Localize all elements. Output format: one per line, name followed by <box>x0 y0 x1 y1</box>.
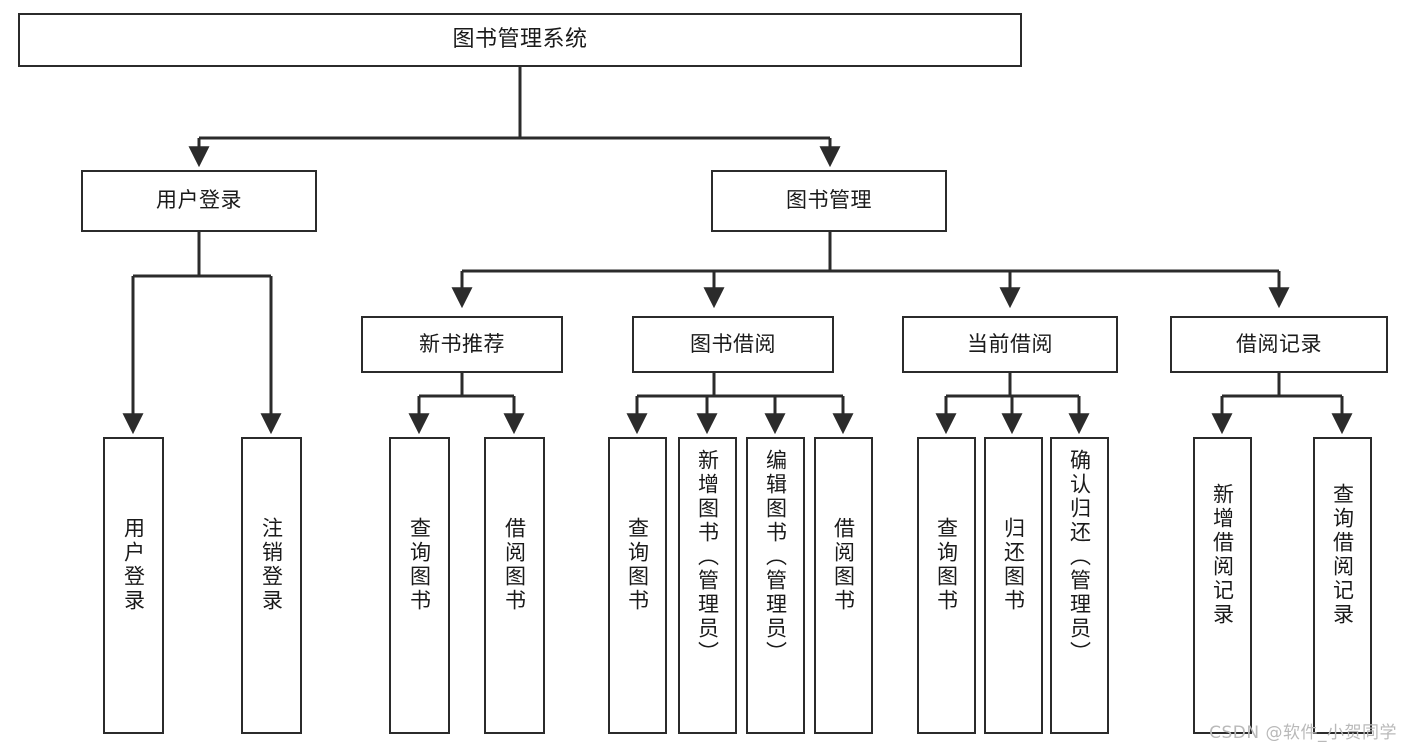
node-label: 当前借阅 <box>967 331 1053 356</box>
leaf-confirm-return-admin[interactable]: 确认归还（管理员） <box>1050 437 1109 734</box>
csdn-watermark: CSDN @软件_小贺同学 <box>1209 723 1397 743</box>
node-book-management[interactable]: 图书管理 <box>711 170 947 232</box>
leaf-query-borrowing-record[interactable]: 查询借阅记录 <box>1313 437 1372 734</box>
node-label: 新书推荐 <box>419 331 505 356</box>
leaf-add-book-admin[interactable]: 新增图书（管理员） <box>678 437 737 734</box>
node-label: 借阅图书 <box>502 517 527 613</box>
leaf-query-book-current[interactable]: 查询图书 <box>917 437 976 734</box>
node-label: 借阅图书 <box>831 517 856 613</box>
leaf-logout[interactable]: 注销登录 <box>241 437 302 734</box>
node-label: 图书借阅 <box>690 331 776 356</box>
node-label: 编辑图书（管理员） <box>763 449 788 665</box>
node-label: 归还图书 <box>1001 517 1026 613</box>
node-book-borrowing[interactable]: 图书借阅 <box>632 316 834 373</box>
node-label: 查询图书 <box>407 517 432 613</box>
node-label: 用户登录 <box>156 188 242 213</box>
leaf-add-borrowing-record[interactable]: 新增借阅记录 <box>1193 437 1252 734</box>
leaf-query-book-recommendation[interactable]: 查询图书 <box>389 437 450 734</box>
node-label: 借阅记录 <box>1236 331 1322 356</box>
node-borrowing-records[interactable]: 借阅记录 <box>1170 316 1388 373</box>
node-label: 图书管理 <box>786 188 872 213</box>
node-label: 图书管理系统 <box>452 26 588 52</box>
node-label: 新增图书（管理员） <box>695 449 720 665</box>
node-label: 注销登录 <box>259 517 284 613</box>
node-label: 查询图书 <box>934 517 959 613</box>
node-label: 查询图书 <box>625 517 650 613</box>
node-current-borrowing[interactable]: 当前借阅 <box>902 316 1118 373</box>
node-new-book-recommendation[interactable]: 新书推荐 <box>361 316 563 373</box>
node-user-login[interactable]: 用户登录 <box>81 170 317 232</box>
node-label: 确认归还（管理员） <box>1067 449 1092 665</box>
node-label: 查询借阅记录 <box>1330 483 1355 627</box>
leaf-query-book-borrowing[interactable]: 查询图书 <box>608 437 667 734</box>
leaf-edit-book-admin[interactable]: 编辑图书（管理员） <box>746 437 805 734</box>
node-root-book-management-system[interactable]: 图书管理系统 <box>18 13 1022 67</box>
leaf-borrow-book-borrowing[interactable]: 借阅图书 <box>814 437 873 734</box>
node-label: 用户登录 <box>121 517 146 613</box>
leaf-return-book[interactable]: 归还图书 <box>984 437 1043 734</box>
leaf-borrow-book-recommendation[interactable]: 借阅图书 <box>484 437 545 734</box>
node-label: 新增借阅记录 <box>1210 483 1235 627</box>
leaf-user-login[interactable]: 用户登录 <box>103 437 164 734</box>
